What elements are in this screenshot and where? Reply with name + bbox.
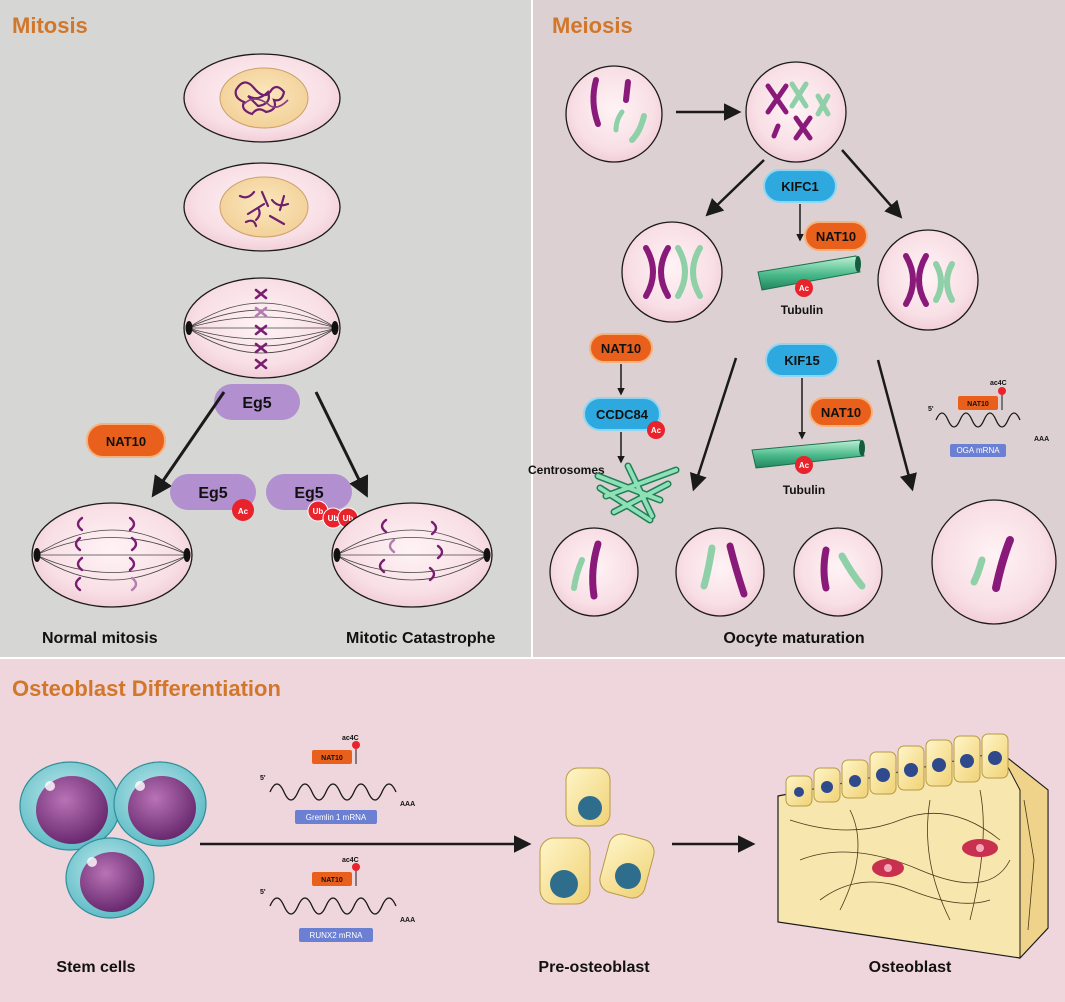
svg-text:Eg5: Eg5: [242, 395, 271, 412]
prophase-cell: [183, 162, 341, 252]
arrow-to-catastrophe: [314, 391, 369, 498]
arrow-to-normal: [151, 391, 226, 498]
svg-text:NAT10: NAT10: [321, 877, 343, 884]
svg-text:KIF15: KIF15: [784, 353, 819, 368]
osteoblast-label: Osteoblast: [869, 959, 952, 976]
ac-tag: Ac: [799, 461, 810, 470]
catastrophe-anaphase-cell: [331, 502, 493, 608]
ub-tag: Ub: [313, 507, 324, 516]
svg-text:AAA: AAA: [1034, 436, 1049, 443]
tubulin-b: Ac: [751, 439, 865, 474]
metaphase-cell: [183, 277, 341, 379]
tubulin-label-b: Tubulin: [783, 483, 825, 497]
tubulin-label-a: Tubulin: [781, 303, 823, 317]
osteoblast-tissue: [777, 733, 1049, 960]
oocyte-cell-mature: [931, 499, 1057, 625]
ub-tag: Ub: [328, 514, 339, 523]
oocyte-cell-1: [549, 527, 639, 617]
oocyte-maturation-label: Oocyte maturation: [723, 630, 864, 647]
centrosomes-bundle: [594, 462, 680, 524]
svg-text:NAT10: NAT10: [106, 434, 146, 449]
svg-text:5': 5': [260, 775, 266, 782]
ac-tag: Ac: [651, 426, 662, 435]
pre-osteoblast-label: Pre-osteoblast: [538, 959, 650, 976]
mitotic-catastrophe-label: Mitotic Catastrophe: [346, 630, 495, 647]
svg-text:NAT10: NAT10: [321, 755, 343, 762]
svg-text:ac4C: ac4C: [342, 735, 359, 742]
centrosomes-label: Centrosomes: [528, 463, 605, 477]
svg-text:ac4C: ac4C: [342, 857, 359, 864]
arrow-kifc1-left: [705, 159, 765, 217]
osteoblast-title: Osteoblast Differentiation: [12, 676, 281, 701]
ub-tag: Ub: [343, 514, 354, 523]
arrow-to-oocytes: [689, 357, 738, 492]
bivalent-cell-right: [877, 229, 979, 331]
svg-text:ac4C: ac4C: [990, 380, 1007, 387]
svg-text:Eg5: Eg5: [198, 485, 227, 502]
meiosis-synapsis-cell: [745, 61, 847, 163]
pre-osteoblast-cells: [539, 767, 655, 905]
kifc1-pill: KIFC1: [763, 169, 837, 203]
arrow-to-oocyte-right: [876, 359, 917, 492]
svg-text:NAT10: NAT10: [967, 401, 989, 408]
svg-text:AAA: AAA: [400, 917, 415, 924]
stem-cells: [19, 761, 207, 919]
svg-text:NAT10: NAT10: [816, 229, 856, 244]
meiosis-start-cell: [565, 65, 663, 163]
svg-text:RUNX2 mRNA: RUNX2 mRNA: [310, 931, 364, 940]
kif15-pill: KIF15: [765, 343, 839, 377]
oocyte-cell-3: [793, 527, 883, 617]
oga-mrna: 5' NAT10 ac4C AAA OGA mRNA: [928, 380, 1049, 457]
normal-anaphase-cell: [31, 502, 193, 608]
oocyte-cell-2: [675, 527, 765, 617]
arrow-kifc1-right: [841, 149, 903, 219]
svg-text:Gremlin 1 mRNA: Gremlin 1 mRNA: [306, 813, 367, 822]
ac-tag: Ac: [238, 507, 249, 516]
osteocyte: [872, 839, 998, 877]
tubulin-a: Ac: [757, 255, 861, 297]
nat10-pill-kifc1: NAT10: [804, 221, 868, 251]
mitosis-title: Mitosis: [12, 13, 88, 38]
eg5-acetylated-pill: Eg5 Ac: [170, 474, 256, 521]
svg-text:NAT10: NAT10: [601, 341, 641, 356]
stem-cells-label: Stem cells: [56, 959, 135, 976]
svg-text:OGA mRNA: OGA mRNA: [956, 446, 1000, 455]
eg5-pill: Eg5: [214, 384, 300, 420]
nat10-pill-kif15: NAT10: [809, 397, 873, 427]
eg5-ubiquitinated-pill: Eg5 Ub Ub Ub: [266, 474, 359, 529]
svg-text:NAT10: NAT10: [821, 405, 861, 420]
runx2-mrna: 5' NAT10 ac4C AAA RUNX2 mRNA: [260, 857, 415, 942]
nat10-pill-ccdc84: NAT10: [589, 333, 653, 363]
svg-text:5': 5': [260, 889, 266, 896]
svg-text:CCDC84: CCDC84: [596, 407, 649, 422]
meiosis-title: Meiosis: [552, 13, 633, 38]
svg-text:5': 5': [928, 406, 934, 413]
normal-mitosis-label: Normal mitosis: [42, 630, 158, 647]
gremlin1-mrna: 5' NAT10 ac4C AAA Gremlin 1 mRNA: [260, 735, 415, 824]
interphase-cell: [183, 53, 341, 143]
ccdc84-pill: CCDC84 Ac: [583, 397, 665, 439]
ac-tag: Ac: [799, 284, 810, 293]
bivalent-cell-left: [621, 221, 723, 323]
svg-text:KIFC1: KIFC1: [781, 179, 819, 194]
nat10-pill-mitosis: NAT10: [86, 423, 166, 458]
svg-text:Eg5: Eg5: [294, 485, 323, 502]
svg-text:AAA: AAA: [400, 801, 415, 808]
